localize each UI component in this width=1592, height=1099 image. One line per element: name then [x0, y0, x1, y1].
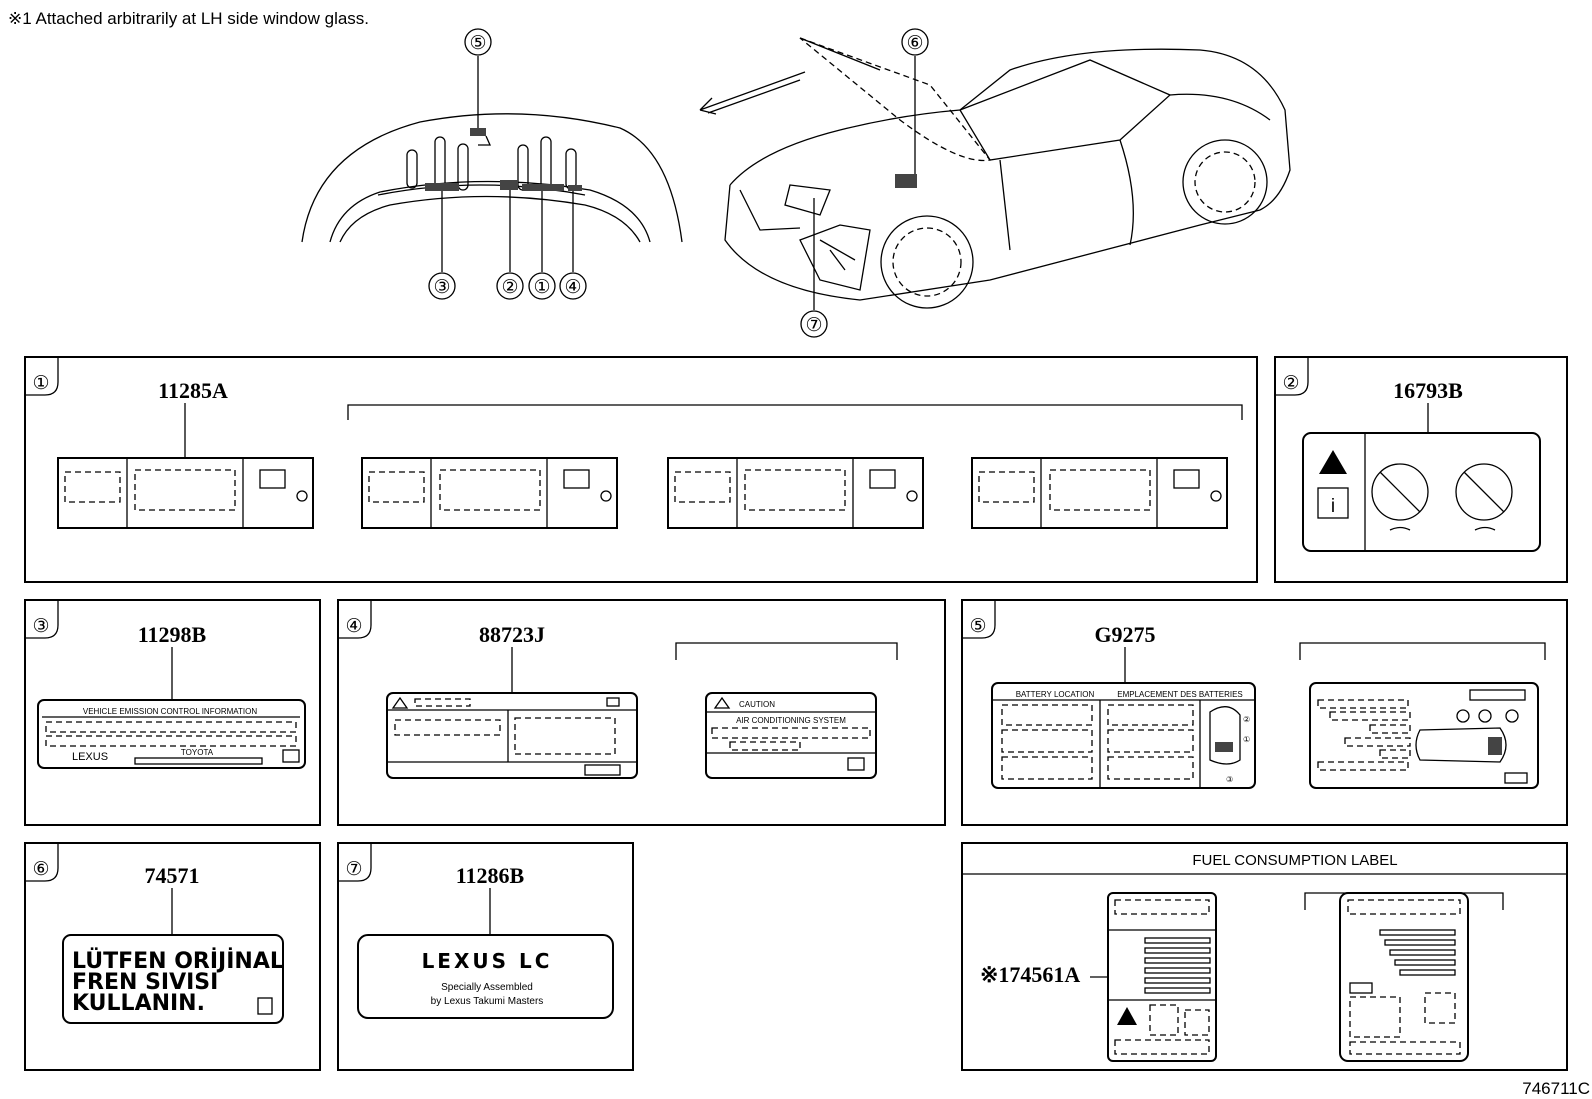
takumi-line-2: by Lexus Takumi Masters: [431, 996, 544, 1007]
battery-mark-1: ①: [1243, 735, 1250, 744]
label-11285a-variant: [57, 457, 314, 529]
interior-view: ③ ② ① ④ ⑤: [301, 28, 683, 300]
panel-7-part-number: 11286B: [456, 863, 525, 888]
ac-system-text: AIR CONDITIONING SYSTEM: [736, 716, 846, 725]
callout-4: ④: [564, 277, 581, 298]
brake-fluid-line-3: KULLANIN.: [72, 991, 205, 1016]
brake-fluid-line-1: LÜTFEN ORİJİNAL: [72, 948, 284, 974]
panel-7: ⑦ 11286B LEXUS LC Specially Assembled by…: [337, 842, 634, 1071]
label-88723j: [386, 692, 638, 779]
panel-4: ④ 88723J CAUTION AIR CONDITIONING SYSTEM: [337, 599, 946, 826]
fuel-label-title: FUEL CONSUMPTION LABEL: [1192, 852, 1397, 869]
label-16793b: i: [1302, 432, 1541, 552]
battery-location-text: BATTERY LOCATION: [1016, 690, 1095, 699]
panel-3: ③ 11298B VEHICLE EMISSION CONTROL INFORM…: [24, 599, 321, 826]
label-11286b: LEXUS LC Specially Assembled by Lexus Ta…: [357, 934, 614, 1019]
label-11285a-variant: [971, 457, 1228, 529]
label-11285a-variant: [667, 457, 924, 529]
panel-2-index: ②: [1282, 373, 1299, 394]
takumi-line-1: Specially Assembled: [441, 982, 533, 993]
label-g9275-variant: [1309, 682, 1539, 789]
diagram-id: 746711C: [1522, 1079, 1590, 1098]
panel-5: ⑤ G9275 BATTERY LOCATION EMPLACEMENT DES…: [961, 599, 1568, 826]
panel-1: ① 11285A: [24, 356, 1258, 583]
callout-7: ⑦: [805, 315, 822, 336]
attachment-note: ※1 Attached arbitrarily at LH side windo…: [8, 9, 369, 28]
label-74571: LÜTFEN ORİJİNAL FREN SIVISI KULLANIN.: [62, 934, 284, 1024]
battery-mark-2: ②: [1243, 715, 1250, 724]
panel-6: ⑥ 74571 LÜTFEN ORİJİNAL FREN SIVISI KULL…: [24, 842, 321, 1071]
label-g9275: BATTERY LOCATION EMPLACEMENT DES BATTERI…: [991, 682, 1256, 789]
battery-mark-3: ③: [1226, 775, 1233, 784]
emission-brand: TOYOTA: [181, 748, 214, 757]
callout-3: ③: [433, 277, 450, 298]
brake-fluid-line-2: FREN SIVISI: [72, 970, 218, 995]
label-74561a-variant: [1339, 892, 1469, 1062]
panel-6-index: ⑥: [32, 859, 49, 880]
panel-2: ② 16793B i: [1274, 356, 1568, 583]
label-74561a: [1107, 892, 1217, 1062]
panel-fuel-consumption: FUEL CONSUMPTION LABEL ※174561A: [961, 842, 1568, 1071]
label-11298b: VEHICLE EMISSION CONTROL INFORMATION LEX…: [37, 699, 306, 769]
fuel-label-part-number: ※174561A: [980, 962, 1080, 987]
panel-4-index: ④: [345, 616, 362, 637]
panel-2-part-number: 16793B: [1393, 378, 1463, 403]
manual-info-icon: i: [1331, 496, 1335, 517]
car-view: ⑥ ⑦: [699, 28, 1291, 338]
panel-7-index: ⑦: [345, 859, 362, 880]
callout-5: ⑤: [469, 33, 486, 54]
panel-1-part-number: 11285A: [158, 378, 228, 403]
panel-4-part-number: 88723J: [479, 622, 545, 647]
panel-6-part-number: 74571: [145, 863, 200, 888]
panel-3-index: ③: [32, 616, 49, 637]
label-88723j-variant: CAUTION AIR CONDITIONING SYSTEM: [705, 692, 877, 779]
ac-caution-text: CAUTION: [739, 700, 775, 709]
battery-emplacement-text: EMPLACEMENT DES BATTERIES: [1117, 690, 1243, 699]
panel-5-index: ⑤: [969, 616, 986, 637]
callout-1: ①: [533, 277, 550, 298]
lexus-lc-logo: LEXUS LC: [422, 949, 553, 973]
emission-header: VEHICLE EMISSION CONTROL INFORMATION: [83, 707, 257, 716]
panel-5-part-number: G9275: [1094, 622, 1155, 647]
label-11285a-variant: [361, 457, 618, 529]
callout-2: ②: [501, 277, 518, 298]
panel-1-index: ①: [32, 373, 49, 394]
callout-6: ⑥: [906, 33, 923, 54]
panel-3-part-number: 11298B: [138, 622, 207, 647]
emission-lexus-logo: LEXUS: [72, 751, 108, 763]
